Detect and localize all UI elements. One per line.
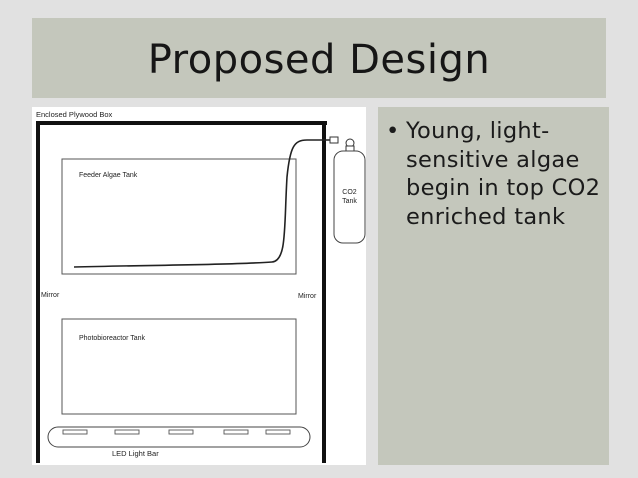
photobioreactor-tank-label: Photobioreactor Tank <box>79 335 146 342</box>
design-diagram-svg: Enclosed Plywood Box Feeder Algae Tank C… <box>36 110 366 463</box>
co2-tank-label-line1: CO2 <box>342 189 357 196</box>
led-element <box>62 429 88 435</box>
bullet-panel: • Young, light-sensitive algae begin in … <box>378 107 609 465</box>
feeder-algae-tank <box>61 158 297 275</box>
box-top-wall <box>36 121 327 125</box>
led-element <box>223 429 249 435</box>
co2-tank <box>333 150 366 244</box>
design-diagram: Enclosed Plywood Box Feeder Algae Tank C… <box>32 107 366 465</box>
feeder-tank-label: Feeder Algae Tank <box>79 172 138 179</box>
led-element <box>265 429 291 435</box>
co2-tank-neck <box>345 145 355 152</box>
led-element <box>168 429 194 435</box>
bullet-symbol: • <box>386 118 400 144</box>
co2-tank-label-line2: Tank <box>342 198 357 205</box>
co2-valve <box>329 136 339 144</box>
mirror-left-label: Mirror <box>41 292 60 299</box>
bullet-item: • Young, light-sensitive algae begin in … <box>386 117 608 231</box>
enclosure-label: Enclosed Plywood Box <box>36 110 113 119</box>
bullet-text: Young, light-sensitive algae begin in to… <box>406 118 601 230</box>
left-mirror-wall <box>36 125 40 463</box>
led-element <box>114 429 140 435</box>
led-light-bar-label: LED Light Bar <box>112 449 159 458</box>
co2-supply-tube <box>73 139 330 268</box>
photobioreactor-tank <box>61 318 297 415</box>
slide-title-band: Proposed Design <box>32 18 606 98</box>
slide-title: Proposed Design <box>147 37 491 83</box>
right-mirror-wall <box>322 125 326 463</box>
mirror-right-label: Mirror <box>298 293 317 300</box>
